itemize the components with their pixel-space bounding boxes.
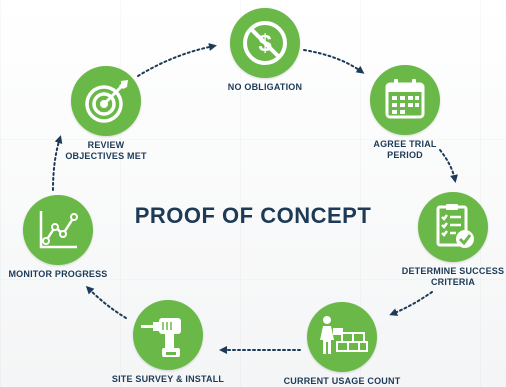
step-label: DETERMINE SUCCESS CRITERIA xyxy=(401,266,505,287)
drill-icon xyxy=(141,318,181,357)
step-circle xyxy=(133,300,203,370)
step-circle: $ xyxy=(230,8,300,78)
step-circle xyxy=(370,65,440,135)
step-label: NO OBLIGATION xyxy=(227,82,303,92)
diagram-title: PROOF OF CONCEPT xyxy=(134,203,372,228)
calendar-icon xyxy=(385,79,425,119)
arrow-3-to-4 xyxy=(389,291,433,316)
step-no-obligation: $ NO OBLIGATION xyxy=(195,8,335,93)
step-current-usage-count: CURRENT USAGE COUNT xyxy=(272,302,412,387)
arrow-1-to-2 xyxy=(303,49,365,74)
step-determine-success-criteria: DETERMINE SUCCESS CRITERIA xyxy=(383,192,506,288)
step-circle xyxy=(418,192,488,262)
no-dollar-icon: $ xyxy=(243,21,287,65)
arrow-2-to-3 xyxy=(439,149,458,183)
step-label: REVIEW OBJECTIVES MET xyxy=(65,140,147,161)
checklist-icon xyxy=(436,204,474,248)
arrow-6-to-7 xyxy=(52,135,63,191)
step-site-survey-install: SITE SURVEY & INSTALL xyxy=(98,300,238,385)
step-review-objectives-met: REVIEW OBJECTIVES MET xyxy=(36,66,176,162)
target-icon xyxy=(85,80,128,123)
worker-boxes-icon xyxy=(320,316,368,354)
step-label: AGREE TRIAL PERIOD xyxy=(373,139,437,160)
step-circle xyxy=(307,302,377,372)
step-circle xyxy=(23,195,93,265)
step-label: SITE SURVEY & INSTALL xyxy=(111,374,225,384)
svg-text:$: $ xyxy=(258,30,272,57)
step-label: MONITOR PROGRESS xyxy=(8,269,108,279)
arrow-7-to-1 xyxy=(137,43,217,77)
step-label: CURRENT USAGE COUNT xyxy=(283,376,401,386)
arrow-5-to-6 xyxy=(85,285,127,319)
line-chart-icon xyxy=(39,211,78,249)
step-agree-trial-period: AGREE TRIAL PERIOD xyxy=(335,65,475,161)
step-circle xyxy=(71,66,141,136)
step-monitor-progress: MONITOR PROGRESS xyxy=(0,195,128,280)
